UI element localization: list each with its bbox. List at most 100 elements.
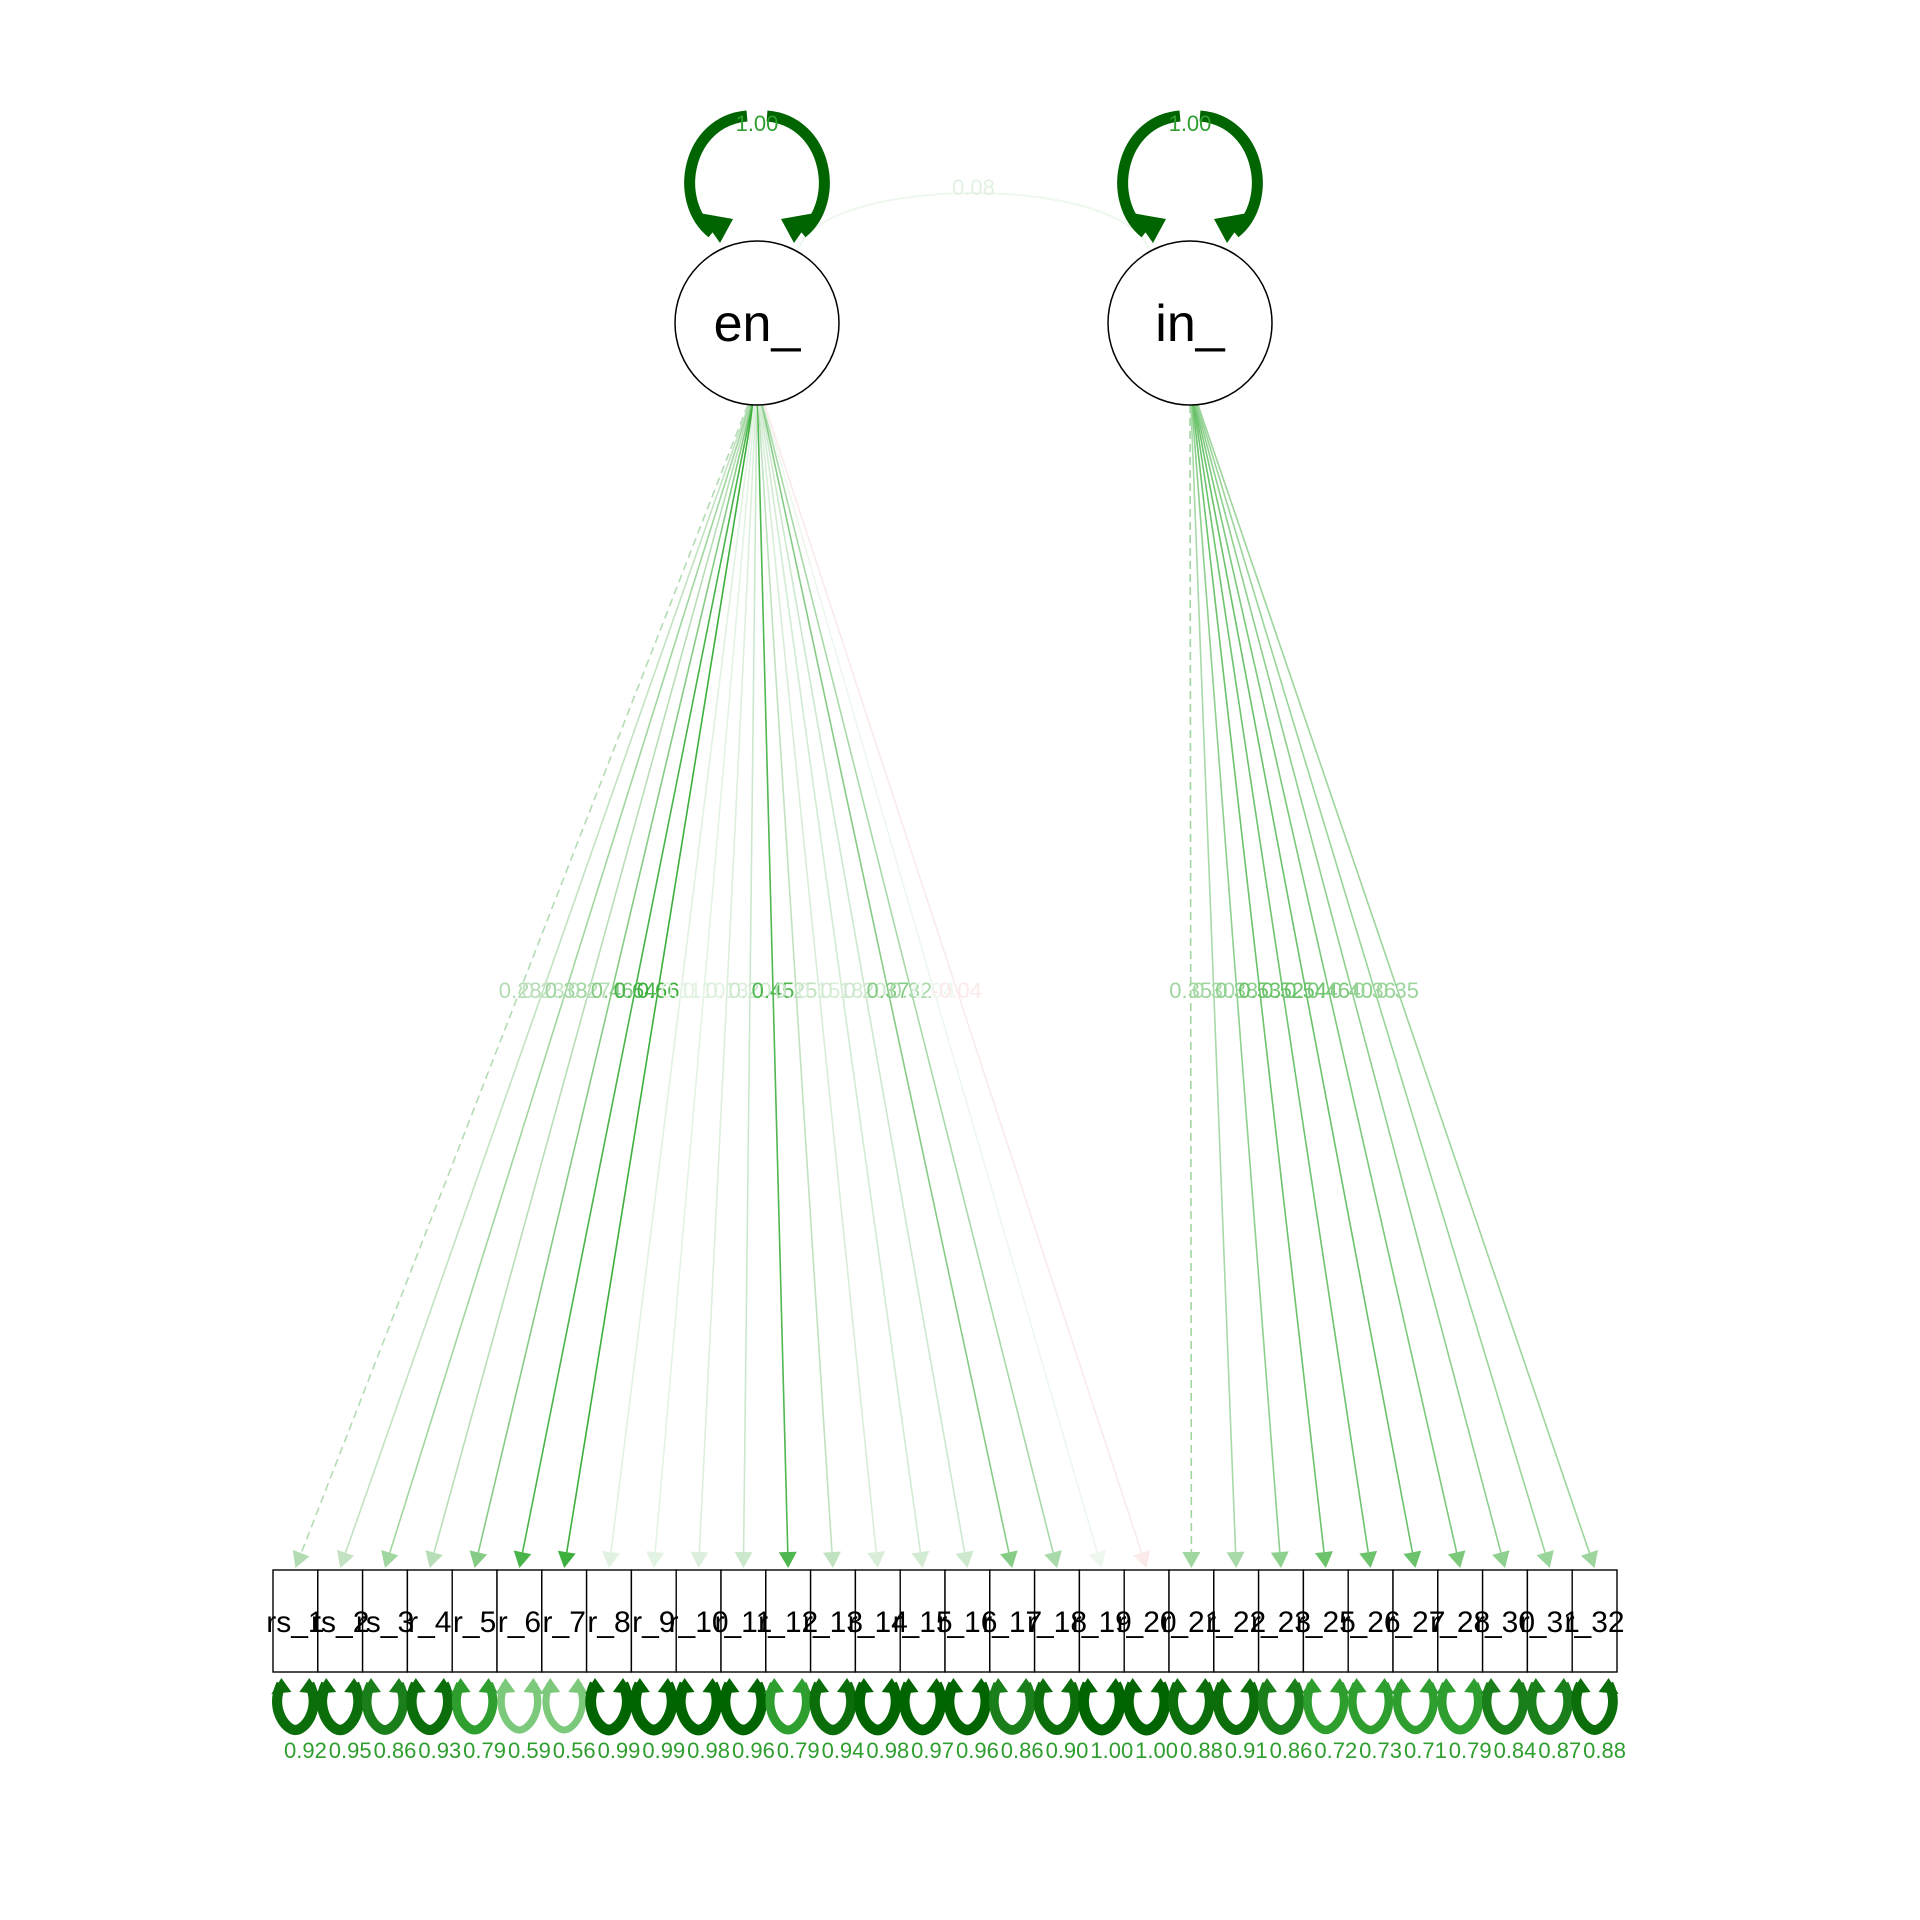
residual-arrowhead (898, 1678, 919, 1694)
manifest-label: r_26 (1341, 1606, 1401, 1639)
residual-loop (1348, 1682, 1394, 1735)
loading-label: 0.04 (912, 978, 955, 1003)
loading-line (1196, 404, 1546, 1553)
residual-arrowhead (1329, 1678, 1350, 1694)
loading-label: 0.38 (1215, 978, 1258, 1003)
loading-arrowhead (1088, 1550, 1106, 1568)
residual-arrowhead (853, 1678, 874, 1694)
manifest-label: r_27 (1385, 1606, 1445, 1639)
residual-loop (542, 1682, 586, 1734)
manifest-label: r_22 (1206, 1606, 1266, 1639)
manifest-label: r_20 (1117, 1606, 1177, 1639)
residual-arrowhead (568, 1678, 589, 1694)
residual-arrowhead (1285, 1678, 1305, 1694)
residual-label: 0.71 (1404, 1738, 1447, 1763)
residual-loop (1571, 1681, 1618, 1735)
manifest-box (1168, 1569, 1215, 1673)
residual-loop (989, 1681, 1036, 1735)
loading-labels-layer: 0.280.230.380.270.460.640.660.110.100.13… (499, 978, 1419, 1003)
loading-label: 0.30 (1192, 978, 1235, 1003)
loading-label: 0.46 (591, 978, 634, 1003)
loading-arrowhead (1359, 1550, 1378, 1568)
loading-label: 0.23 (522, 978, 565, 1003)
loading-arrowhead (381, 1550, 399, 1568)
variance-arrowhead (781, 213, 815, 243)
manifest-box (272, 1569, 319, 1673)
residual-label: 0.86 (1270, 1738, 1313, 1763)
loading-label: 0.35 (1169, 978, 1212, 1003)
residual-label: 0.84 (1494, 1738, 1537, 1763)
residual-loop (630, 1681, 678, 1736)
manifest-label: r_14 (848, 1606, 908, 1639)
residual-arrowhead (1167, 1678, 1188, 1694)
residual-loop (451, 1681, 498, 1735)
loading-line (1192, 404, 1369, 1553)
loading-line (521, 404, 754, 1553)
residual-arrowhead (299, 1678, 320, 1694)
loading-line (1189, 404, 1193, 1553)
loading-label: -0.04 (932, 978, 982, 1003)
loading-arrowhead (1580, 1549, 1598, 1568)
loading-arrowhead (1133, 1549, 1151, 1568)
latent-node-en (674, 240, 840, 406)
loading-label: 0.66 (637, 978, 680, 1003)
loading-label: 0.27 (568, 978, 611, 1003)
loading-line (1190, 404, 1237, 1553)
manifest-label: r_25 (1296, 1606, 1356, 1639)
residual-arrowhead (1301, 1678, 1322, 1694)
latents-layer: en_in_ (674, 240, 1273, 406)
manifest-box (1257, 1569, 1305, 1673)
latent-label: en_ (714, 295, 802, 353)
residual-label: 0.86 (374, 1738, 417, 1763)
loading-line (389, 404, 751, 1553)
residual-label: 0.72 (1314, 1738, 1357, 1763)
residual-arrowhead (613, 1678, 633, 1694)
loading-label: 0.20 (844, 978, 887, 1003)
loading-line (654, 404, 756, 1553)
manifest-label: r_11 (714, 1606, 772, 1639)
residual-arrowhead (1436, 1678, 1457, 1694)
residual-arrowhead (629, 1678, 650, 1694)
manifest-box (1347, 1569, 1394, 1673)
residual-arrowhead (1150, 1678, 1171, 1694)
residual-arrowhead (1061, 1678, 1081, 1694)
residual-arrowhead (719, 1678, 740, 1694)
residual-arrowhead (1553, 1678, 1574, 1694)
loading-arrowhead (1536, 1550, 1554, 1568)
loading-label: 0.64 (614, 978, 657, 1003)
residual-loop (585, 1681, 633, 1736)
residual-arrowhead (1525, 1678, 1546, 1694)
loading-arrowhead (557, 1550, 576, 1568)
residual-label: 0.96 (956, 1738, 999, 1763)
manifest-box (720, 1569, 767, 1673)
residual-loop (272, 1681, 319, 1736)
manifest-label: r_13 (803, 1606, 863, 1639)
manifest-box (361, 1569, 409, 1673)
variance-loop-right (766, 110, 830, 238)
residual-label: 0.86 (1001, 1738, 1044, 1763)
residual-arrowhead (1481, 1678, 1501, 1694)
residual-label: 0.79 (777, 1738, 820, 1763)
manifest-label: rs_1 (266, 1606, 324, 1639)
manifest-box (1302, 1569, 1349, 1673)
residual-arrowhead (1122, 1678, 1143, 1694)
loading-label: 0.38 (545, 978, 588, 1003)
manifest-label: r_17 (982, 1606, 1042, 1639)
manifest-label: r_18 (1027, 1606, 1087, 1639)
manifest-label: r_32 (1565, 1606, 1625, 1639)
residual-arrowhead (747, 1678, 768, 1694)
loading-arrowhead (1182, 1551, 1201, 1568)
manifest-label: r_30 (1475, 1606, 1535, 1639)
loading-line (344, 404, 750, 1554)
manifest-box (1437, 1569, 1484, 1673)
latent-node-in (1107, 240, 1273, 406)
loading-arrowhead (1315, 1551, 1333, 1568)
loading-arrowhead (1492, 1550, 1510, 1568)
residual-label: 0.90 (1046, 1738, 1089, 1763)
manifest-box (1123, 1569, 1170, 1673)
manifest-label: r_7 (543, 1606, 586, 1639)
residual-arrowhead (478, 1678, 499, 1694)
residual-loop (497, 1682, 542, 1734)
